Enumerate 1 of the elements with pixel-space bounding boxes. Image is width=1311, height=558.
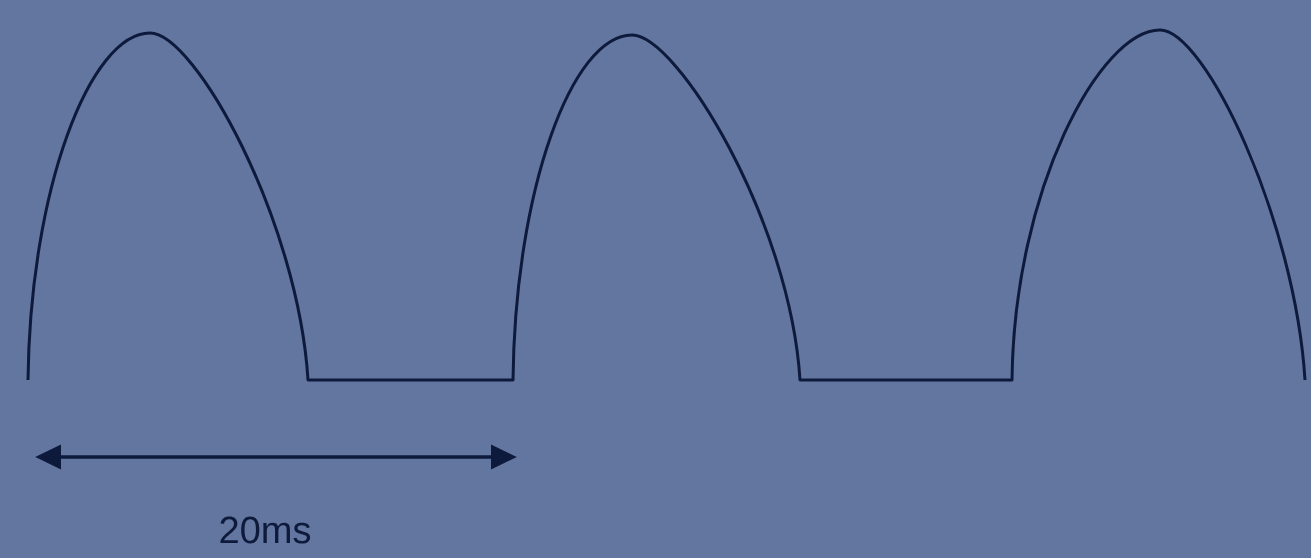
dimension-label: 20ms <box>220 516 311 544</box>
